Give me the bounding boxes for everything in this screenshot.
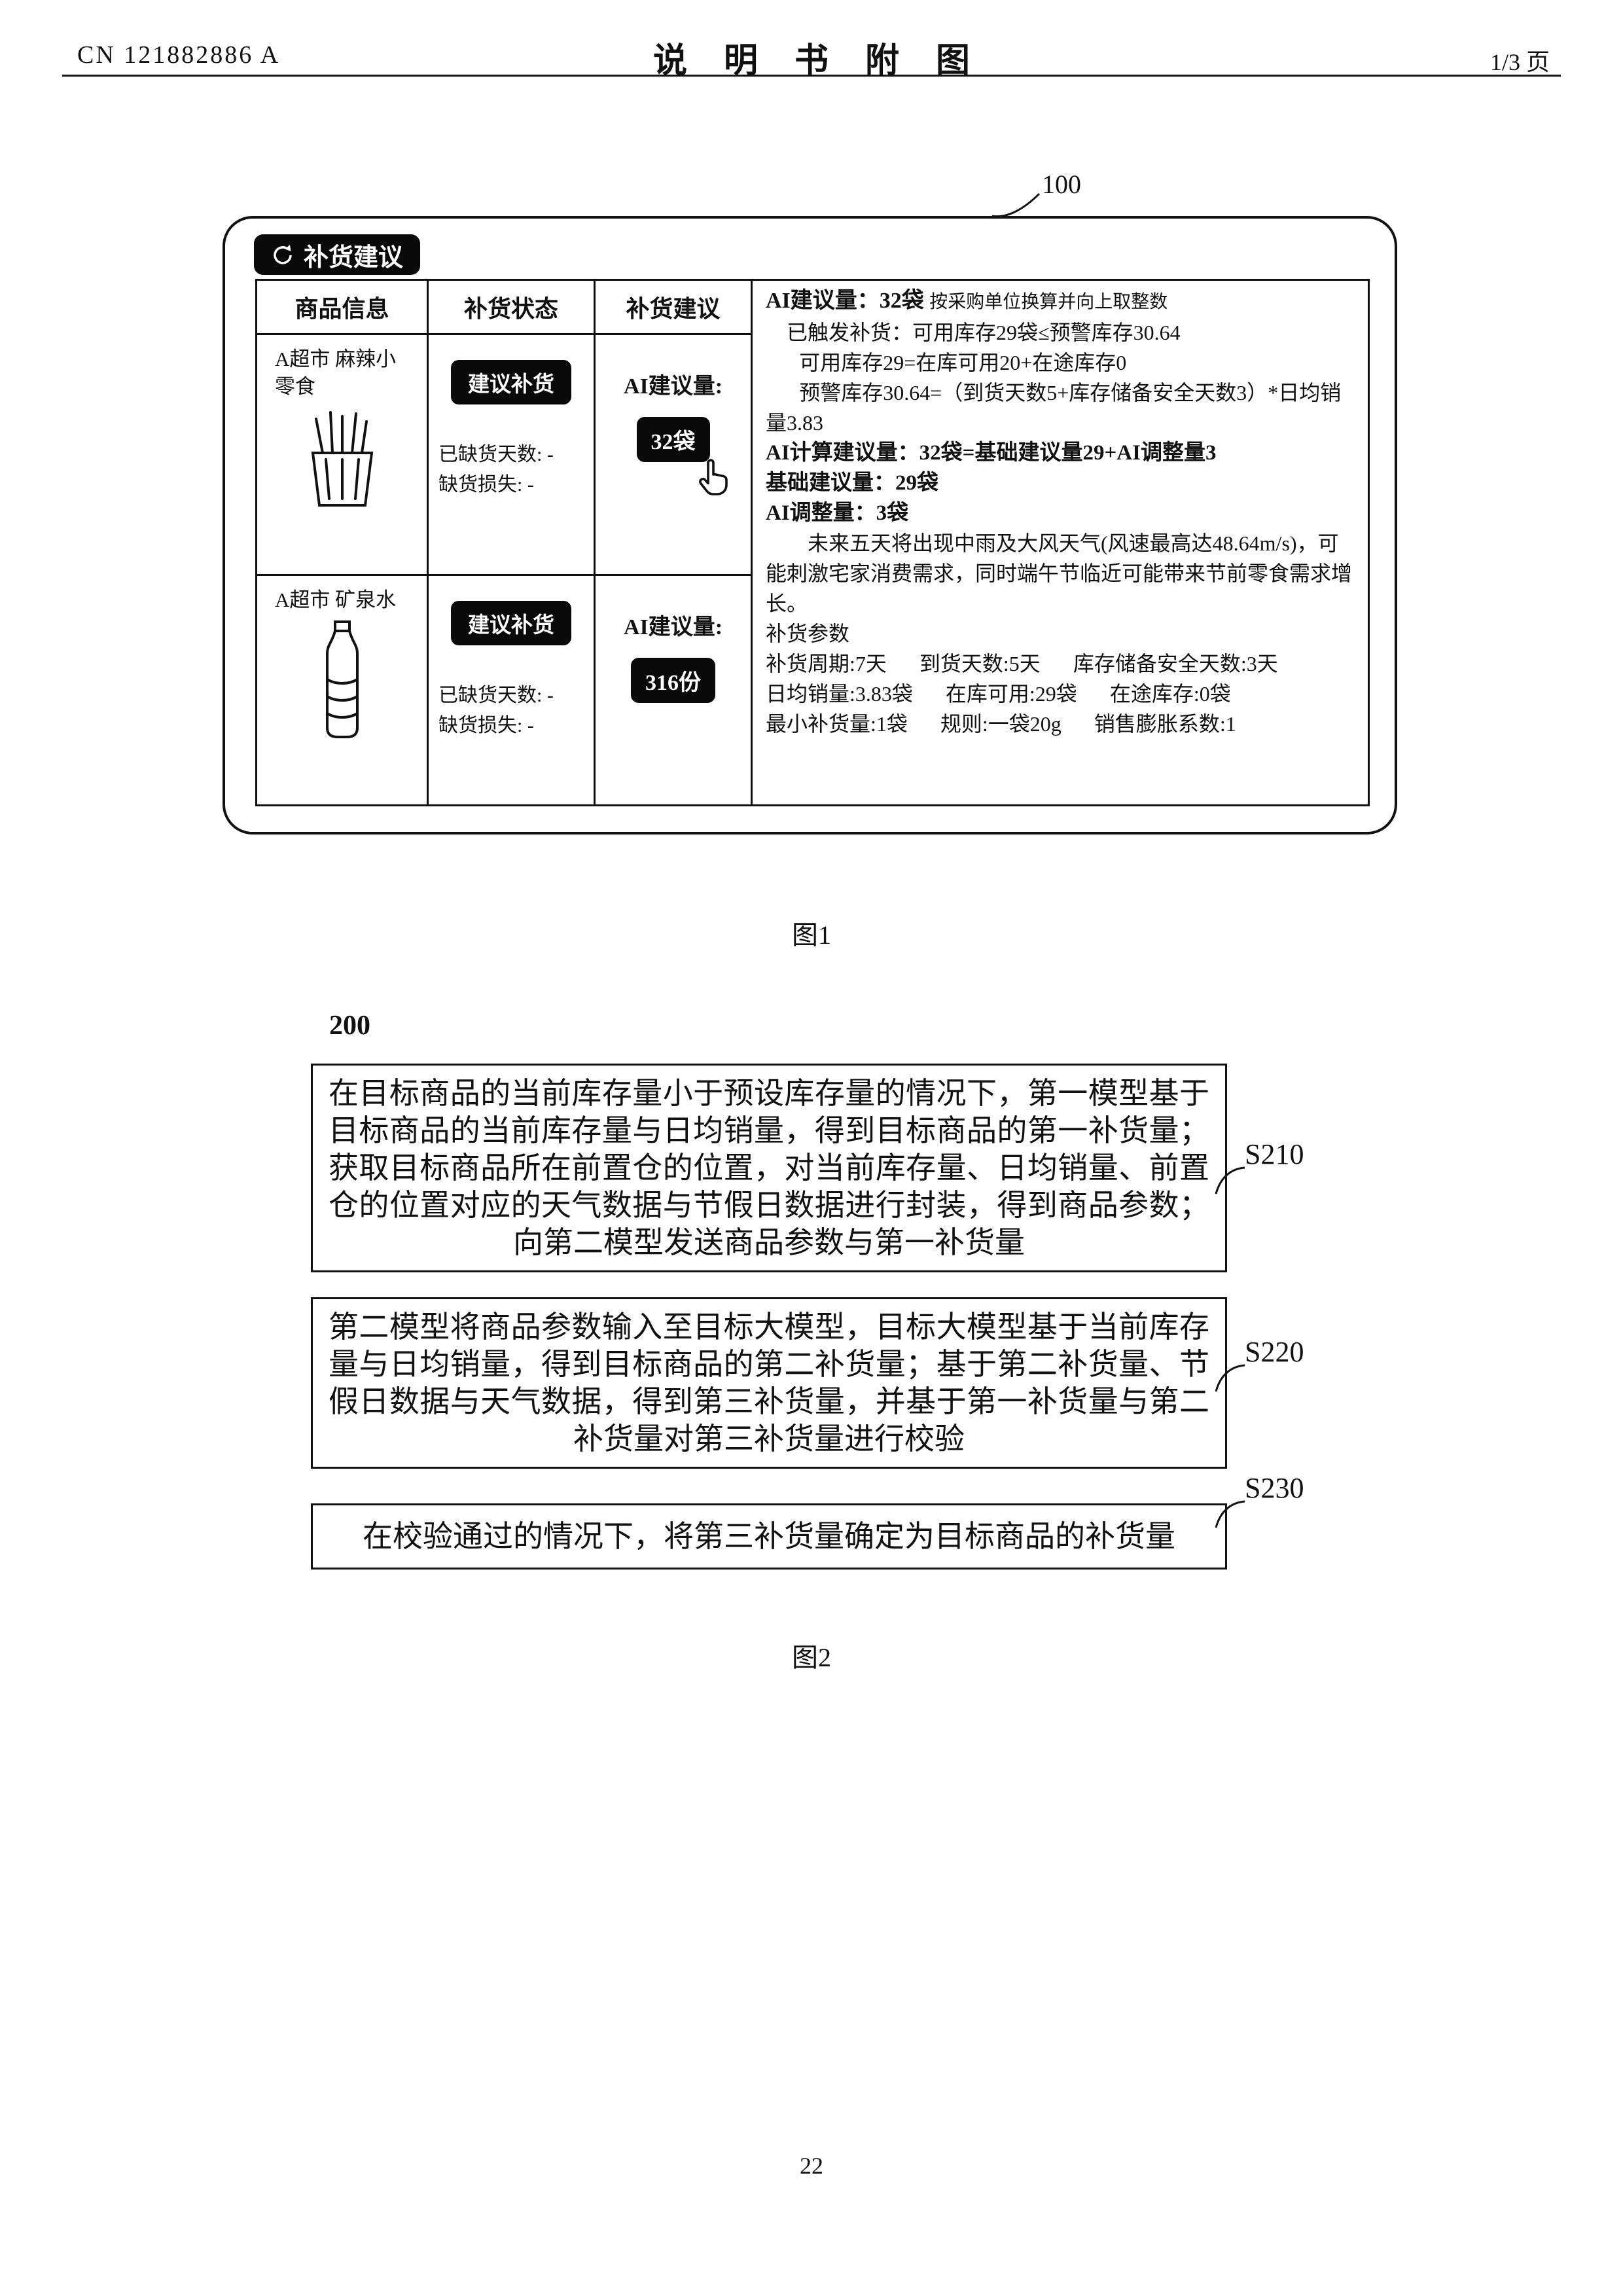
figure2-ref-label: 200 xyxy=(329,1011,370,1041)
detail-line-warning-stock: 预警库存30.64=（到货天数5+库存储备安全天数3）*日均销量3.83 xyxy=(766,381,1342,435)
replenishment-badge-label: 补货建议 xyxy=(304,243,404,272)
product-cell-snack: A超市 麻辣小零食 xyxy=(255,333,429,576)
ai-quantity-button[interactable]: 32袋 xyxy=(636,417,710,462)
suggest-replenish-button[interactable]: 建议补货 xyxy=(451,360,571,404)
patent-number: CN 121882886 A xyxy=(77,41,281,69)
flow-step-s210: 在目标商品的当前库存量小于预设库存量的情况下，第一模型基于目标商品的当前库存量与… xyxy=(311,1064,1227,1272)
detail-line-ai-suggestion: AI建议量：32袋 按采购单位换算并向上取整数 xyxy=(766,286,1356,317)
page-number: 22 xyxy=(800,2153,823,2179)
product-table: 商品信息 补货状态 补货建议 AI建议量：32袋 按采购单位换算并向上取整数 已… xyxy=(255,279,1370,806)
status-cell: 建议补货 已缺货天数: - 缺货损失: - xyxy=(427,333,596,576)
param-expansion: 销售膨胀系数:1 xyxy=(1094,712,1236,736)
step-label-s220: S220 xyxy=(1245,1336,1304,1368)
ai-suggestion-value: 32袋 xyxy=(879,289,924,313)
step-label-s230: S230 xyxy=(1245,1472,1304,1504)
figure1-ref-label: 100 xyxy=(1042,170,1081,199)
stockout-loss: 缺货损失: - xyxy=(438,715,534,736)
param-min-qty: 最小补货量:1袋 xyxy=(766,712,908,736)
suggestion-cell: AI建议量: 316份 xyxy=(594,574,753,806)
param-in-transit: 在途库存:0袋 xyxy=(1109,682,1231,706)
detail-panel: AI建议量：32袋 按采购单位换算并向上取整数 已触发补货：可用库存29袋≤预警… xyxy=(751,279,1370,806)
stockout-loss: 缺货损失: - xyxy=(438,474,534,495)
s210-leader-line xyxy=(1215,1166,1245,1194)
product-name: A超市 麻辣小零食 xyxy=(275,348,397,398)
stockout-days: 已缺货天数: - xyxy=(438,685,554,706)
detail-weather-note: 未来五天将出现中雨及大风天气(风速最高达48.64m/s)，可能刺激宅家消费需求… xyxy=(766,531,1353,615)
params-row-1: 补货周期:7天 到货天数:5天 库存储备安全天数:3天 xyxy=(766,649,1356,679)
suggest-replenish-button[interactable]: 建议补货 xyxy=(451,601,571,645)
figure1-caption: 图1 xyxy=(792,920,831,950)
ai-quantity-label: AI建议量: xyxy=(623,374,723,399)
bottle-icon xyxy=(325,620,359,738)
col-header-replenish-status: 补货状态 xyxy=(427,279,596,335)
detail-line-base-suggestion: 基础建议量：29袋 xyxy=(766,471,938,495)
detail-line-available-stock: 可用库存29=在库可用20+在途库存0 xyxy=(799,351,1127,374)
flow-step-s220: 第二模型将商品参数输入至目标大模型，目标大模型基于当前库存量与日均销量，得到目标… xyxy=(311,1297,1227,1469)
doc-title: 说明书附图 xyxy=(652,43,1007,80)
detail-line-ai-computed: AI计算建议量：32袋=基础建议量29+AI调整量3 xyxy=(766,441,1217,465)
ai-suggestion-note: 按采购单位换算并向上取整数 xyxy=(929,292,1168,312)
table-row: A超市 麻辣小零食 建议补货 已缺货天数: - 缺货损失: - AI建议量: xyxy=(255,333,1369,576)
suggestion-cell: AI建议量: 32袋 xyxy=(594,333,753,576)
params-row-2: 日均销量:3.83袋 在库可用:29袋 在途库存:0袋 xyxy=(766,679,1356,709)
product-name: A超市 矿泉水 xyxy=(275,588,397,611)
figure1-leader-line xyxy=(991,192,1041,218)
stockout-days: 已缺货天数: - xyxy=(438,444,554,465)
detail-line-ai-adjustment: AI调整量：3袋 xyxy=(766,501,909,525)
doc-title-wrap: 说明书附图 xyxy=(0,33,1623,82)
cursor-hand-icon xyxy=(699,459,728,495)
col-header-replenish-suggestion: 补货建议 xyxy=(594,279,753,335)
param-safety-days: 库存储备安全天数:3天 xyxy=(1073,652,1278,675)
ai-suggestion-label: AI建议量： xyxy=(766,289,880,313)
params-row-3: 最小补货量:1袋 规则:一袋20g 销售膨胀系数:1 xyxy=(766,709,1356,739)
col-header-product-info: 商品信息 xyxy=(255,279,429,335)
refresh-icon xyxy=(274,245,292,264)
table-header-row: 商品信息 补货状态 补货建议 AI建议量：32袋 按采购单位换算并向上取整数 已… xyxy=(255,279,1370,806)
status-cell: 建议补货 已缺货天数: - 缺货损失: - xyxy=(427,574,596,806)
replenish-params-title: 补货参数 xyxy=(766,622,850,645)
page-indicator: 1/3 页 xyxy=(1489,49,1550,75)
header-rule xyxy=(62,75,1561,77)
param-daily-sales: 日均销量:3.83袋 xyxy=(766,682,913,706)
fries-icon xyxy=(311,411,373,507)
param-cycle: 补货周期:7天 xyxy=(766,652,887,675)
ai-quantity-label: AI建议量: xyxy=(623,615,723,639)
replenishment-suggestion-badge[interactable]: 补货建议 xyxy=(254,234,421,275)
param-rule: 规则:一袋20g xyxy=(940,712,1061,736)
param-in-stock: 在库可用:29袋 xyxy=(945,682,1077,706)
figure2-caption: 图2 xyxy=(792,1643,831,1672)
s220-leader-line xyxy=(1215,1364,1245,1392)
step-label-s210: S210 xyxy=(1245,1138,1304,1170)
param-arrival-days: 到货天数:5天 xyxy=(919,652,1041,675)
replenishment-panel: 补货建议 商品信息 补货状态 补货建议 AI建议量：32袋 按采购单位换算并向上… xyxy=(223,216,1397,834)
ai-quantity-button[interactable]: 316份 xyxy=(631,658,715,703)
table-row: A超市 矿泉水 建议补货 已缺货天数: - 缺货损失: - AI建议量: xyxy=(255,574,1369,806)
s230-leader-line xyxy=(1215,1500,1245,1528)
detail-line-trigger: 已触发补货：可用库存29袋≤预警库存30.64 xyxy=(787,321,1181,344)
product-cell-water: A超市 矿泉水 xyxy=(255,574,429,806)
flow-step-s230: 在校验通过的情况下，将第三补货量确定为目标商品的补货量 xyxy=(311,1503,1227,1570)
